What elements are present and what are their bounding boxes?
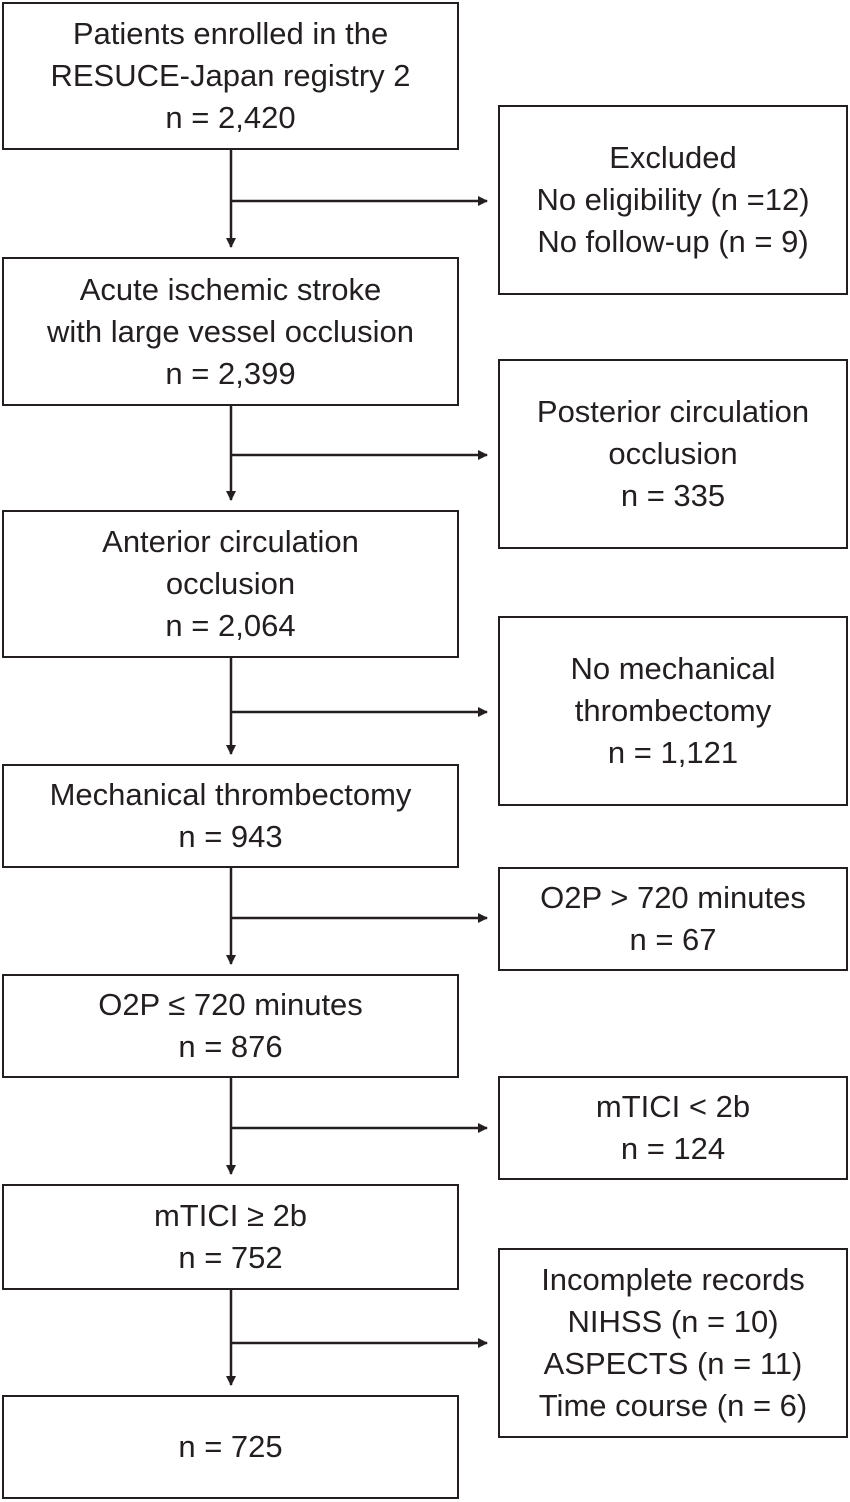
main-box-anterior-circulation: Anterior circulation occlusion n = 2,064	[2, 510, 459, 658]
exclusion-box-line: No eligibility (n =12)	[536, 182, 810, 217]
exclusion-box-line: n = 124	[620, 1131, 726, 1166]
exclusion-box-line: n = 67	[629, 922, 717, 957]
exclusion-box-line: n = 335	[620, 478, 726, 513]
main-box-mechanical-thrombectomy: Mechanical thrombectomy n = 943	[2, 764, 459, 868]
main-box-line: n = 2,064	[165, 608, 296, 643]
main-box-mtici-2b-or-higher: mTICI ≥ 2b n = 752	[2, 1184, 459, 1290]
main-box-line: Anterior circulation	[102, 524, 359, 559]
exclusion-box-line: Posterior circulation	[536, 394, 810, 429]
exclusion-box-mtici-below-2b: mTICI < 2b n = 124	[498, 1076, 848, 1180]
exclusion-box-line: Time course (n = 6)	[538, 1388, 808, 1423]
main-box-line: n = 2,420	[165, 100, 296, 135]
exclusion-box-line: n = 1,121	[607, 735, 739, 770]
exclusion-box-line: ASPECTS (n = 11)	[543, 1346, 803, 1381]
exclusion-box-line: Incomplete records	[541, 1262, 805, 1297]
main-box-line: n = 876	[178, 1029, 283, 1064]
exclusion-box-incomplete-records: Incomplete records NIHSS (n = 10) ASPECT…	[498, 1248, 848, 1438]
main-box-line: O2P ≤ 720 minutes	[98, 987, 363, 1022]
exclusion-box-line: O2P > 720 minutes	[540, 880, 806, 915]
main-box-line: with large vessel occlusion	[46, 313, 414, 349]
exclusion-box-excluded: Excluded No eligibility (n =12) No follo…	[498, 105, 848, 295]
main-box-line: mTICI ≥ 2b	[153, 1198, 308, 1233]
exclusion-box-o2p-over-720: O2P > 720 minutes n = 67	[498, 867, 848, 971]
exclusion-box-line: Excluded	[609, 140, 737, 175]
main-box-line: n = 2,399	[165, 355, 296, 391]
main-box-line: n = 752	[178, 1240, 283, 1275]
main-box-line: n = 725	[178, 1429, 283, 1464]
exclusion-box-line: NIHSS (n = 10)	[567, 1304, 779, 1339]
exclusion-box-line: thrombectomy	[574, 693, 772, 728]
main-box-line: Patients enrolled in the	[72, 16, 389, 51]
main-box-line: n = 943	[178, 819, 283, 854]
exclusion-box-posterior-circulation: Posterior circulation occlusion n = 335	[498, 359, 848, 549]
main-box-line: Acute ischemic stroke	[79, 271, 382, 307]
main-box-line: occlusion	[165, 566, 296, 601]
exclusion-box-no-thrombectomy: No mechanical thrombectomy n = 1,121	[498, 616, 848, 806]
exclusion-box-line: mTICI < 2b	[595, 1089, 751, 1124]
main-box-final-cohort: n = 725	[2, 1395, 459, 1499]
main-box-enrolled: Patients enrolled in the RESUCE-Japan re…	[2, 2, 459, 150]
exclusion-box-line: No follow-up (n = 9)	[537, 224, 809, 259]
exclusion-box-line: occlusion	[608, 436, 738, 471]
main-box-line: Mechanical thrombectomy	[49, 777, 412, 812]
exclusion-box-line: No mechanical	[570, 651, 776, 686]
main-box-o2p-within-720: O2P ≤ 720 minutes n = 876	[2, 974, 459, 1078]
main-box-line: RESUCE-Japan registry 2	[50, 58, 411, 93]
main-box-large-vessel-occlusion: Acute ischemic stroke with large vessel …	[2, 257, 459, 406]
